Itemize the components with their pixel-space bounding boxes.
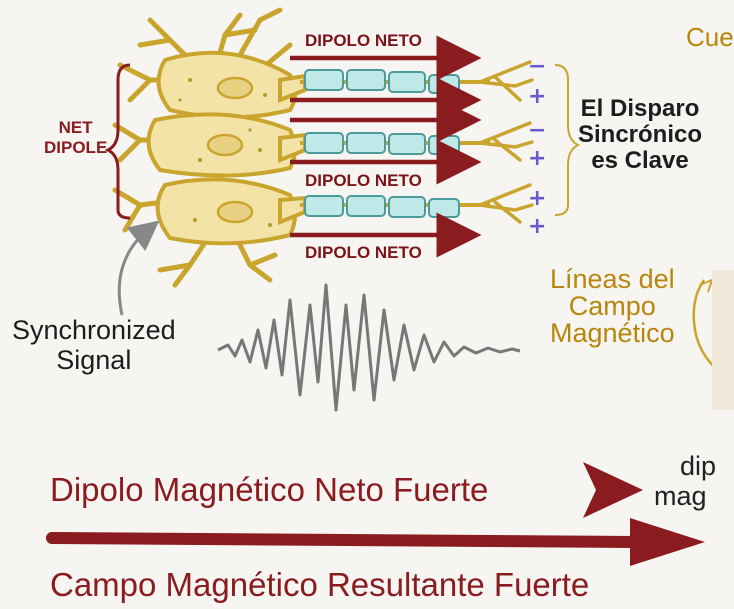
dipolo-neto-label-bottom: DIPOLO NETO	[305, 243, 422, 262]
synchronized-signal-label: Synchronized Signal	[12, 315, 176, 375]
partial-dip-label: dip	[680, 451, 717, 481]
plus-sign: +	[528, 84, 547, 109]
long-red-arrow	[46, 518, 705, 566]
cue-label: Cue	[686, 22, 734, 52]
disparo-label: El Disparo Sincrónico es Clave	[578, 95, 703, 174]
dipolo-fuerte-label: Dipolo Magnético Neto Fuerte	[50, 471, 489, 508]
lineas-campo-label: Líneas del Campo Magnético	[550, 264, 675, 348]
wave-icon	[217, 283, 521, 412]
neuron-icon	[112, 7, 534, 288]
campo-fuerte-label: Campo Magnético Resultante Fuerte	[50, 566, 590, 603]
dipolo-arrows	[290, 35, 482, 258]
left-brace	[104, 63, 131, 220]
dipolo-neto-label-top: DIPOLO NETO	[305, 31, 422, 50]
plus-sign: +	[528, 186, 547, 211]
dipolo-neto-label-mid: DIPOLO NETO	[305, 171, 422, 190]
minus-sign: −	[528, 118, 547, 143]
plus-sign: +	[528, 214, 547, 239]
net-dipole-label: NET DIPOLE	[44, 118, 108, 157]
plus-sign: +	[528, 146, 547, 171]
curved-pointer-arrow	[117, 220, 160, 316]
side-panel-edge	[712, 270, 734, 410]
minus-sign: −	[528, 54, 547, 79]
partial-mag-label: mag	[654, 481, 707, 511]
chevron-right-icon	[583, 462, 643, 518]
right-brace	[554, 64, 581, 216]
